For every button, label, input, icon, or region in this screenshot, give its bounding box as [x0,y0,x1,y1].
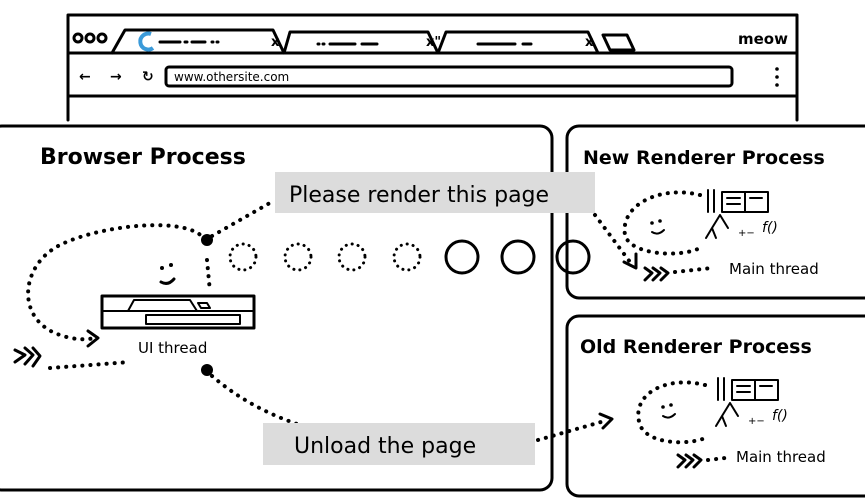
forward-button[interactable]: → [110,69,122,85]
new-renderer-main-thread-label: Main thread [729,260,819,278]
ipc-message-circles [228,239,591,275]
profile-label: meow [738,30,788,48]
menu-icon[interactable] [775,67,779,87]
reload-button[interactable]: ↻ [142,69,154,85]
browser-process-title: Browser Process [40,145,246,170]
svg-text:+−: +− [738,228,755,239]
ui-thread-label: UI thread [138,339,207,357]
old-renderer-main-thread-label: Main thread [736,448,826,466]
tab-close-icon[interactable]: x [585,35,594,50]
unload-message: Unload the page [294,434,476,459]
message-origin-dot [201,234,213,246]
svg-text:f(): f() [762,220,778,236]
loading-spinner-icon [138,31,155,52]
tab-close-icon[interactable]: x [271,35,280,50]
svg-text:+−: +− [748,416,765,427]
old-renderer-box [565,314,865,498]
tab-close-icon[interactable]: x" [426,35,441,50]
old-renderer-title: Old Renderer Process [580,336,812,358]
new-renderer-title: New Renderer Process [583,147,825,169]
tab-3[interactable] [436,30,600,55]
unload-message-bg [263,423,535,465]
browser-process-box [0,124,554,492]
old-renderer-main-thread-character: +− f() [636,377,788,469]
back-button[interactable]: ← [79,69,91,85]
address-bar[interactable] [164,65,734,88]
window-controls[interactable] [72,32,108,44]
url-text: www.othersite.com [174,70,289,84]
browser-window: x x" x meow ← → ↻ www.othersite.com [66,13,799,122]
render-message: Please render this page [289,183,549,208]
tab-2[interactable] [282,30,440,55]
tab-1[interactable] [110,28,286,55]
message-origin-dot [201,364,213,376]
ui-thread-character [13,223,256,370]
new-renderer-main-thread-character: +− f() [622,189,778,282]
svg-text:f(): f() [772,408,788,424]
render-message-bg [275,172,595,213]
new-tab-button[interactable] [601,33,636,52]
